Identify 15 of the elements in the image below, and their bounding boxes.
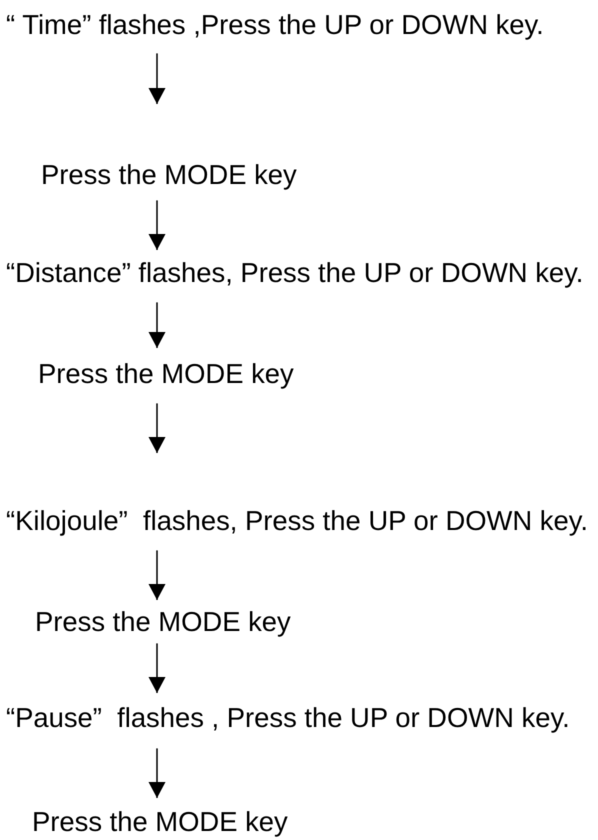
arrow [148, 643, 166, 693]
arrow [148, 403, 166, 453]
arrow [148, 302, 166, 348]
instruction-text: “Distance” flashes, Press the UP or DOWN key. [6, 257, 584, 290]
arrow [148, 550, 166, 600]
instruction-text: “Pause” flashes , Press the UP or DOWN key. [6, 702, 570, 735]
instruction-text: “Kilojoule” flashes, Press the UP or DOWN key. [6, 505, 588, 538]
instruction-text: Press the MODE key [35, 606, 291, 639]
instruction-text: Press the MODE key [32, 806, 288, 839]
arrow [148, 748, 166, 798]
instruction-text: Press the MODE key [41, 159, 297, 192]
arrow [148, 200, 166, 250]
arrow [148, 53, 166, 104]
instruction-text: “ Time” flashes ,Press the UP or DOWN key. [6, 9, 544, 42]
instruction-text: Press the MODE key [38, 358, 294, 391]
